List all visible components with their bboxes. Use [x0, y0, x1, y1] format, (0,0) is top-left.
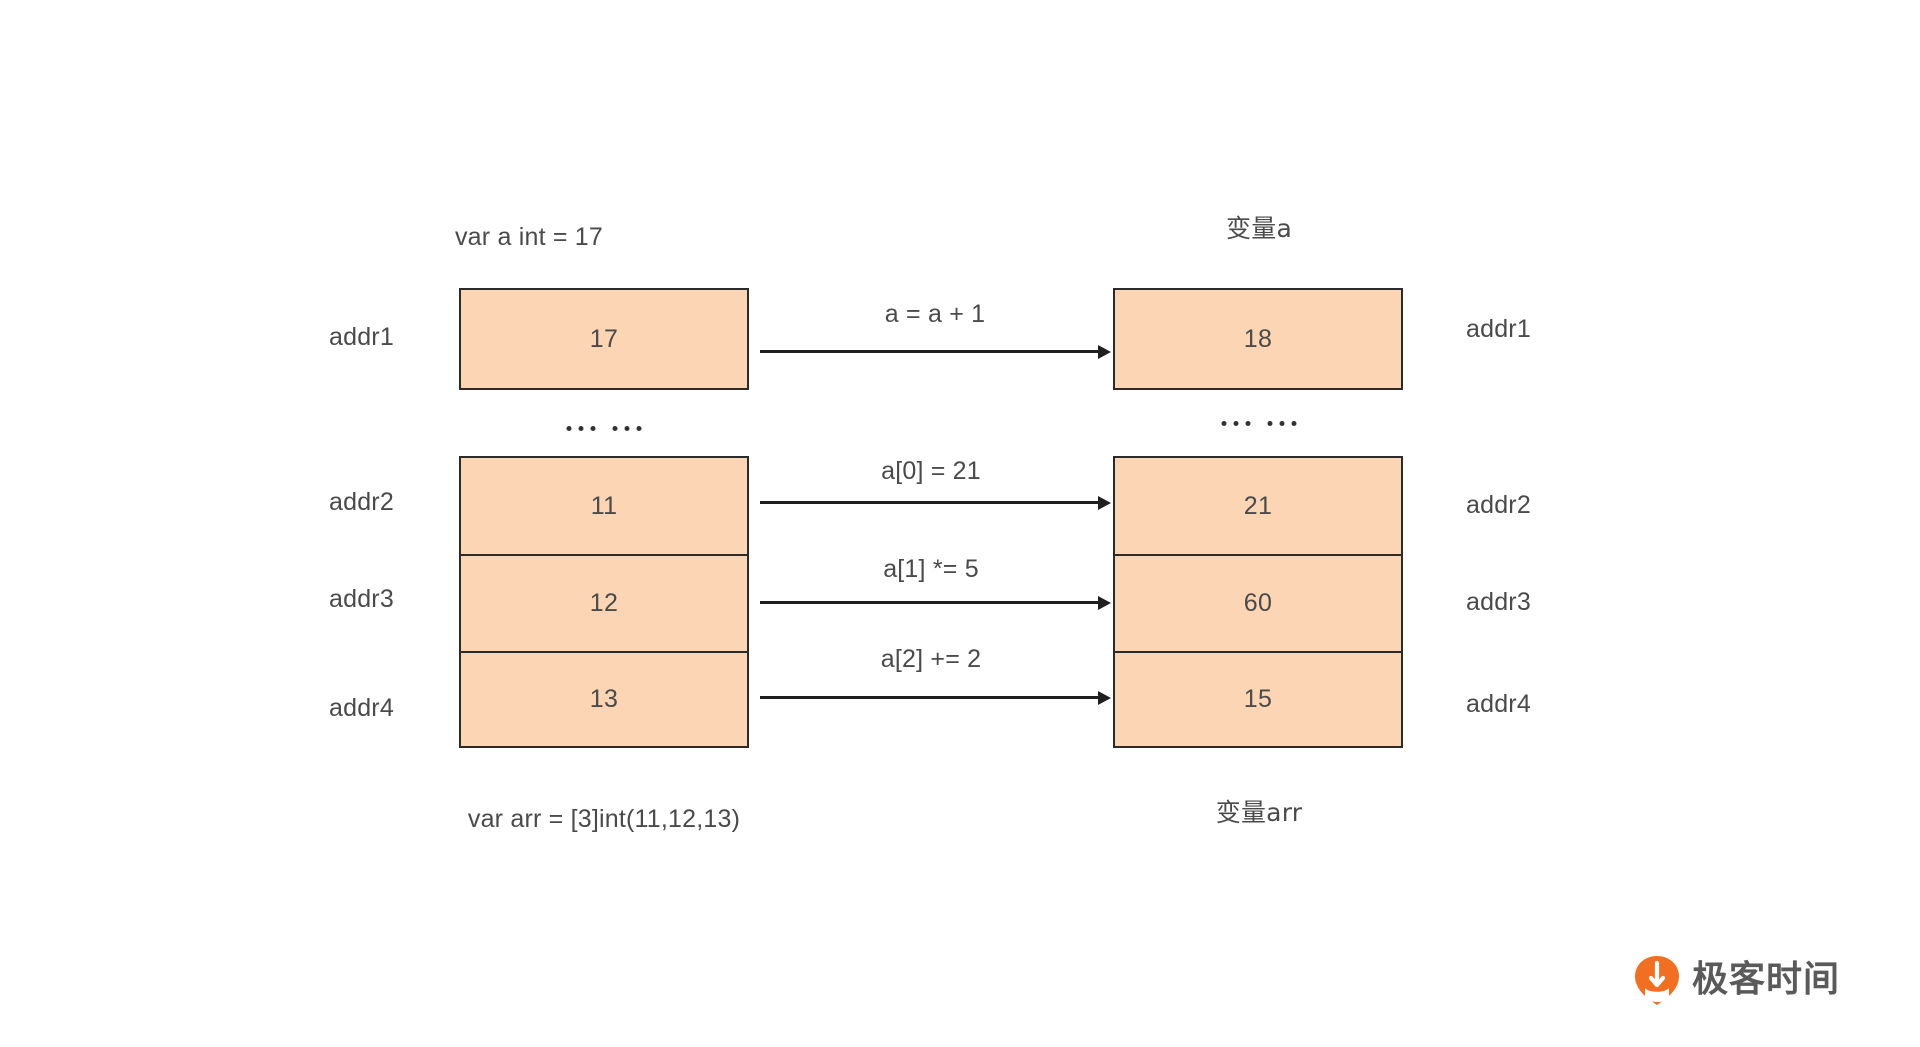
left-array-caption: var arr = [3]int(11,12,13)	[467, 805, 741, 833]
arrow-head-icon	[1098, 344, 1111, 359]
right-addr-label-1: addr1	[1466, 315, 1531, 343]
right-addr-label-4: addr4	[1466, 690, 1531, 718]
arrow-head-icon	[1098, 495, 1111, 510]
ellipsis-dot	[1279, 421, 1285, 426]
right-scalar-value: 18	[1243, 324, 1273, 353]
ellipsis-dot	[612, 426, 618, 431]
left-addr-label-1: addr1	[329, 323, 394, 351]
right-array-cell-2: 15	[1115, 651, 1401, 745]
arrow-line	[760, 601, 1100, 604]
right-scalar-title: 变量a	[1226, 214, 1292, 243]
ellipsis-dot	[1245, 421, 1251, 426]
arrow-label-a-plus-1: a = a + 1	[884, 300, 986, 328]
ellipsis-dot	[566, 426, 572, 431]
ellipsis-dot	[1291, 421, 1297, 426]
right-addr-label-3: addr3	[1466, 588, 1531, 616]
arrow-head-icon	[1098, 690, 1111, 705]
arrow-line	[760, 350, 1100, 353]
ellipsis-dot	[578, 426, 584, 431]
left-scalar-title: var a int = 17	[454, 223, 604, 251]
left-addr-label-3: addr3	[329, 585, 394, 613]
ellipsis-dots-group-2	[1267, 421, 1297, 426]
left-array-cell-2: 13	[461, 651, 747, 745]
geektime-watermark: 极客时间	[1634, 955, 1840, 1005]
cell-value: 13	[589, 684, 619, 713]
right-array-cell-1: 60	[1115, 554, 1401, 651]
right-array-cell-0: 21	[1115, 458, 1401, 554]
left-array-cell-1: 12	[461, 554, 747, 651]
cell-value: 11	[590, 491, 618, 520]
left-addr-label-2: addr2	[329, 488, 394, 516]
cell-value: 60	[1243, 589, 1273, 617]
cell-value: 15	[1243, 684, 1273, 713]
arrow-label-a0: a[0] = 21	[881, 457, 981, 485]
ellipsis-dots-group-1	[1221, 421, 1251, 426]
ellipsis-dot	[1267, 421, 1273, 426]
right-scalar-box: 18	[1113, 288, 1403, 390]
ellipsis-dot	[1233, 421, 1239, 426]
arrow-head-icon	[1098, 595, 1111, 610]
ellipsis-dot	[636, 426, 642, 431]
ellipsis-dot	[590, 426, 596, 431]
cell-value: 21	[1243, 491, 1273, 520]
left-array-cell-0: 11	[461, 458, 747, 554]
ellipsis-dot	[624, 426, 630, 431]
ellipsis-dots-group-2	[612, 426, 642, 431]
left-scalar-box: 17	[459, 288, 749, 390]
ellipsis-dot	[1221, 421, 1227, 426]
arrow-line	[760, 501, 1100, 504]
cell-value: 12	[589, 589, 619, 617]
left-array-box: 11 12 13	[459, 456, 749, 748]
left-ellipsis	[566, 426, 642, 431]
right-addr-label-2: addr2	[1466, 491, 1531, 519]
arrow-label-a2: a[2] += 2	[880, 645, 982, 673]
right-array-caption: 变量arr	[1215, 798, 1303, 827]
geektime-brand-text: 极客时间	[1692, 959, 1841, 1000]
ellipsis-dots-group-1	[566, 426, 596, 431]
right-array-box: 21 60 15	[1113, 456, 1403, 748]
geektime-logo-icon	[1634, 955, 1680, 1005]
arrow-line	[760, 696, 1100, 699]
left-addr-label-4: addr4	[329, 694, 394, 722]
left-scalar-value: 17	[589, 324, 619, 353]
arrow-label-a1: a[1] *= 5	[883, 555, 979, 583]
right-ellipsis	[1221, 421, 1297, 426]
